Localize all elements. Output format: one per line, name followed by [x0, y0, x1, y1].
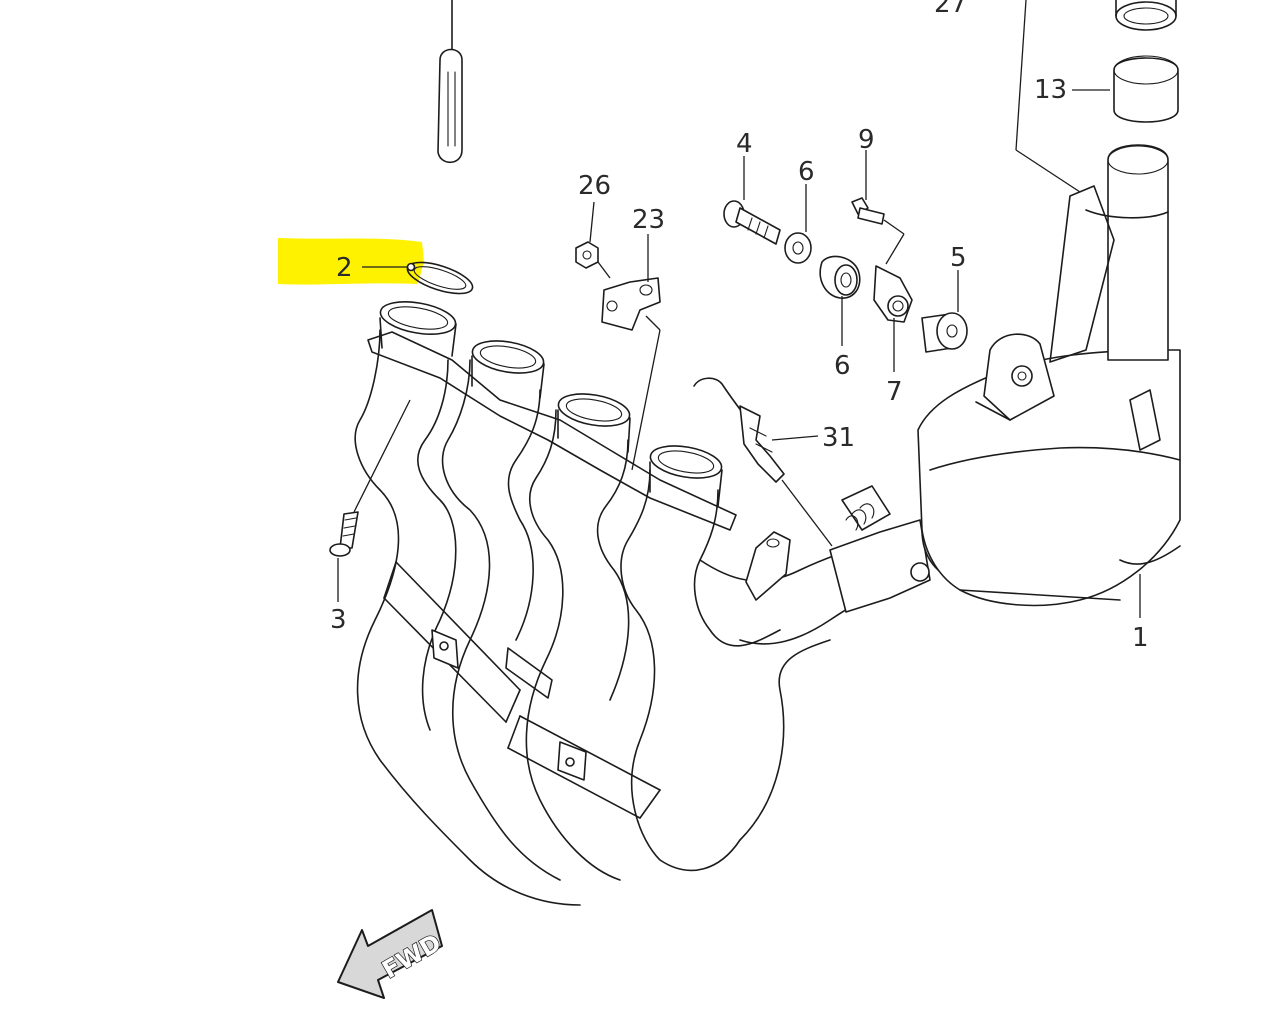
pipe-bracket-tab [745, 531, 791, 601]
callout-6-lower: 6 [834, 351, 851, 381]
callout-5: 5 [950, 243, 967, 273]
bracket-assembly [575, 201, 661, 471]
oxygen-sensor [693, 377, 833, 547]
callout-23: 23 [632, 205, 665, 235]
pipe-mouths [379, 301, 723, 507]
callout-3: 3 [330, 605, 347, 635]
muffler-mounting-hardware [723, 150, 968, 372]
forward-arrow-icon: FWD [337, 909, 447, 999]
callout-27: 27 [934, 0, 967, 19]
callout-26: 26 [578, 171, 611, 201]
callout-6-upper: 6 [798, 157, 815, 187]
rear-pipe-and-sleeve [1015, 0, 1179, 363]
exhaust-header-pipes [354, 301, 901, 906]
callout-4: 4 [736, 129, 753, 159]
callout-2-highlight [278, 238, 424, 285]
muffler-body [829, 333, 1181, 618]
callout-7: 7 [886, 377, 903, 407]
hanger-strap [437, 0, 463, 164]
flange-stud-bolt [329, 399, 411, 602]
callout-2: 2 [336, 253, 353, 283]
pipe-brace-bands [383, 561, 661, 819]
exhaust-gasket [362, 261, 474, 295]
callout-9: 9 [858, 125, 875, 155]
callout-1: 1 [1132, 623, 1149, 653]
callout-31: 31 [822, 423, 855, 453]
callout-13: 13 [1034, 75, 1067, 105]
